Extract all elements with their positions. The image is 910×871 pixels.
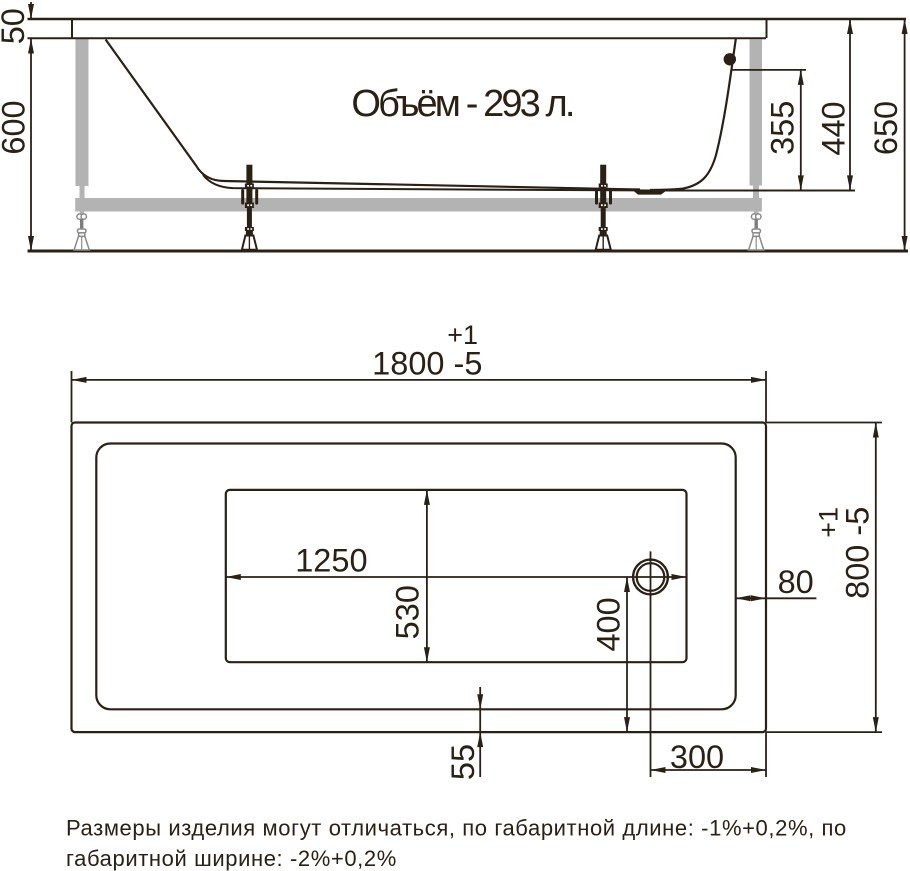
svg-text:300: 300: [670, 739, 724, 775]
svg-text:+1: +1: [814, 507, 844, 538]
svg-text:+1: +1: [447, 320, 478, 350]
svg-text:габаритной ширине: -2%+0,2%: габаритной ширине: -2%+0,2%: [66, 846, 397, 871]
svg-text:Размеры изделия могут отличать: Размеры изделия могут отличаться, по габ…: [66, 816, 847, 841]
svg-text:1800 -5: 1800 -5: [372, 345, 482, 381]
svg-text:55: 55: [445, 744, 481, 780]
svg-text:530: 530: [389, 585, 425, 639]
svg-text:800 -5: 800 -5: [840, 507, 876, 599]
svg-text:440: 440: [816, 101, 852, 155]
svg-text:600: 600: [0, 100, 32, 154]
svg-text:50: 50: [0, 8, 31, 44]
svg-text:1250: 1250: [295, 543, 367, 579]
svg-text:400: 400: [591, 597, 627, 651]
svg-text:80: 80: [778, 564, 814, 600]
svg-text:650: 650: [868, 101, 904, 155]
svg-text:Объём - 293 л.: Объём - 293 л.: [351, 83, 575, 125]
svg-text:355: 355: [764, 101, 800, 155]
